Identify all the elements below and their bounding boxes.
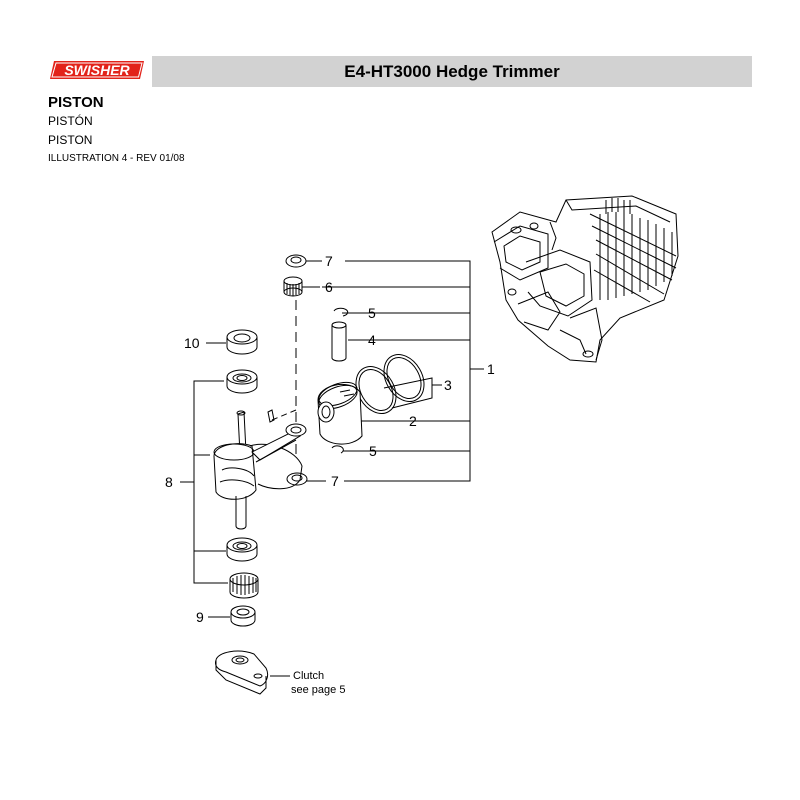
wrist-pin bbox=[331, 321, 347, 362]
clutch-note-line1: Clutch bbox=[293, 670, 324, 682]
callout-3: 3 bbox=[444, 377, 452, 393]
section-subtitle-fr: PISTON bbox=[48, 133, 93, 147]
callout-2: 2 bbox=[409, 413, 417, 429]
clutch-note-line2: see page 5 bbox=[291, 684, 345, 696]
clutch-part bbox=[215, 650, 269, 695]
drive-gear bbox=[229, 572, 259, 599]
callout-8: 8 bbox=[165, 474, 173, 490]
callout-4: 4 bbox=[368, 332, 376, 348]
piston-rings bbox=[355, 354, 425, 414]
logo-text: SWISHER bbox=[64, 62, 130, 78]
section-subtitle-es: PISTÓN bbox=[48, 114, 93, 128]
woodruff-key bbox=[267, 409, 275, 423]
callout-7-top: 7 bbox=[325, 253, 333, 269]
piston bbox=[317, 381, 363, 445]
callout-7-bottom: 7 bbox=[331, 473, 339, 489]
circlip-top bbox=[333, 307, 349, 317]
swisher-logo: SWISHER bbox=[50, 61, 144, 79]
crankshaft bbox=[213, 410, 307, 530]
bracket-1 bbox=[322, 260, 484, 482]
callout-9: 9 bbox=[196, 609, 204, 625]
needle-bearing bbox=[283, 276, 303, 297]
washer-top bbox=[285, 254, 307, 268]
ball-bearing-upper bbox=[226, 369, 258, 394]
circlip-bottom bbox=[331, 445, 344, 454]
callout-5-top: 5 bbox=[368, 305, 376, 321]
header-bar bbox=[152, 56, 752, 87]
callout-1: 1 bbox=[487, 361, 495, 377]
assembly-axis-crank bbox=[271, 409, 297, 421]
section-title: PISTON bbox=[48, 94, 104, 111]
oil-seal-bottom bbox=[230, 605, 256, 627]
engine-block bbox=[491, 195, 679, 363]
oil-seal-top bbox=[226, 329, 258, 355]
bracket-8 bbox=[180, 380, 228, 584]
leader-3 bbox=[383, 377, 433, 409]
callout-5-bottom: 5 bbox=[369, 443, 377, 459]
callout-10: 10 bbox=[184, 335, 200, 351]
callout-6: 6 bbox=[325, 279, 333, 295]
ball-bearing-lower bbox=[226, 537, 258, 562]
page-title: E4-HT3000 Hedge Trimmer bbox=[344, 62, 560, 81]
washer-bottom bbox=[286, 472, 308, 486]
illustration-ref: ILLUSTRATION 4 - REV 01/08 bbox=[48, 153, 185, 164]
